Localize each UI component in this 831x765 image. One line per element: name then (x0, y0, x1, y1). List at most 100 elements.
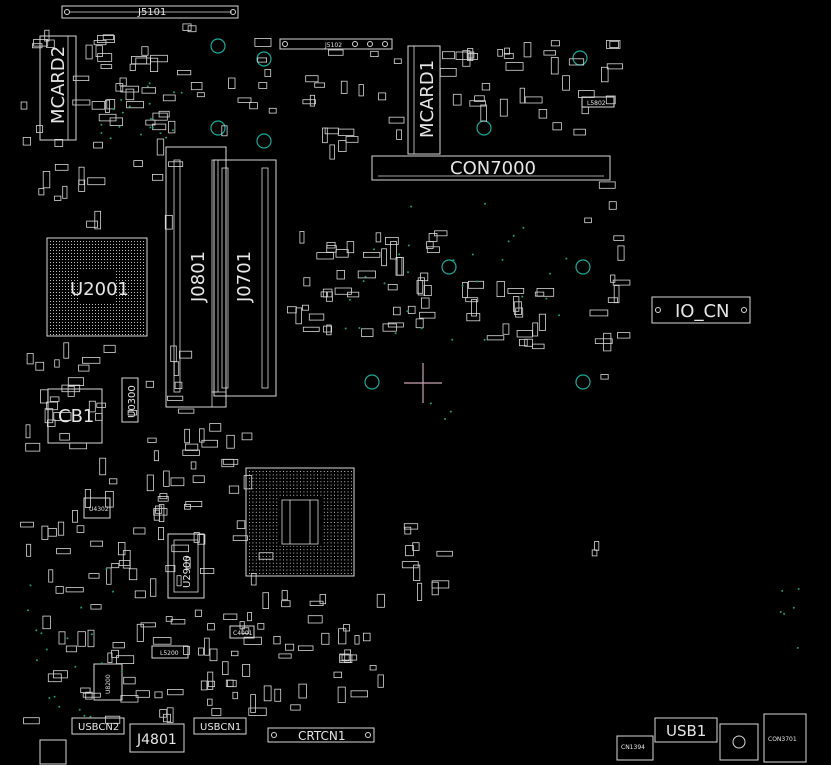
small-component (594, 541, 600, 551)
via (364, 275, 367, 278)
crtcn1-connector[interactable]: CRTCN1 (267, 727, 375, 743)
small-component (131, 56, 148, 65)
cn1394-label: CN1394 (621, 744, 645, 751)
small-component (381, 248, 387, 267)
small-component (129, 63, 136, 71)
small-component (307, 615, 323, 624)
small-component (185, 557, 191, 569)
small-component (78, 179, 86, 192)
small-component (524, 338, 533, 347)
small-component (392, 306, 401, 316)
j4801-connector[interactable]: J4801 (129, 723, 185, 753)
small-component (204, 637, 210, 656)
small-component (333, 671, 342, 678)
small-component (84, 489, 92, 508)
mcard2-slot[interactable]: MCARD2 (39, 35, 77, 141)
u0300-chip[interactable]: U0300 (121, 377, 139, 423)
small-component (106, 567, 112, 585)
via (792, 606, 795, 609)
small-component (147, 437, 157, 443)
small-component (116, 655, 135, 665)
audio-jack[interactable] (719, 723, 759, 761)
j0701-dimm-slot[interactable]: J0701 (213, 159, 277, 397)
small-component (112, 642, 125, 649)
small-component (466, 313, 481, 322)
small-component (455, 51, 472, 60)
small-component (63, 342, 70, 359)
con7000-connector[interactable]: CON7000 (371, 155, 611, 181)
u2001-bga-chip[interactable]: U2001 (46, 237, 148, 337)
small-component (243, 636, 262, 645)
small-component (281, 590, 288, 601)
small-component (387, 322, 404, 328)
small-component (128, 568, 138, 581)
l5802-inductor[interactable]: L5802 (581, 96, 615, 108)
via (27, 609, 29, 612)
io-cn-connector[interactable]: IO_CN (651, 296, 751, 324)
via (565, 257, 568, 260)
small-component (326, 324, 332, 336)
small-component (91, 101, 106, 110)
center-bga-chip[interactable] (245, 467, 355, 577)
small-component (38, 188, 45, 196)
corner-connector-bottom-left[interactable] (39, 739, 67, 765)
via (48, 697, 51, 699)
small-component (264, 69, 272, 77)
small-component (127, 409, 137, 416)
usb1-connector[interactable]: USB1 (654, 717, 718, 743)
small-component (120, 85, 140, 93)
small-component (230, 650, 239, 657)
small-component (165, 565, 176, 573)
u8200-chip[interactable]: U8200 (93, 663, 123, 701)
small-component (118, 542, 126, 556)
via (779, 611, 782, 613)
small-component (190, 82, 203, 91)
j5101-connector[interactable]: J5101 (61, 5, 239, 19)
small-component (156, 138, 165, 156)
small-component (166, 707, 174, 723)
mcard1-slot[interactable]: MCARD1 (407, 45, 441, 155)
small-component (162, 94, 176, 102)
small-component (613, 285, 620, 304)
small-component (601, 66, 609, 83)
u2900-chip[interactable]: U2900 (167, 533, 205, 599)
cb1-label: CB1 (58, 406, 94, 427)
small-component (85, 44, 93, 60)
small-component (111, 563, 120, 569)
small-component (387, 283, 398, 291)
l5200-inductor[interactable]: L5200 (151, 645, 189, 659)
cn1394-connector[interactable]: CN1394 (616, 735, 654, 761)
small-component (153, 508, 168, 516)
via (109, 137, 112, 140)
j0801-dimm-slot[interactable]: J0801 (165, 146, 227, 408)
small-component (88, 573, 100, 579)
j5102-connector[interactable]: J5102 (279, 38, 393, 50)
small-component (25, 442, 41, 452)
small-component (182, 646, 190, 655)
small-component (600, 374, 609, 380)
small-component (61, 384, 81, 393)
u4302-chip[interactable]: U4302 (83, 497, 111, 519)
small-component (462, 281, 468, 298)
via (66, 637, 69, 640)
usbcn2-connector[interactable]: USBCN2 (71, 717, 125, 735)
small-component (354, 635, 360, 645)
small-component (340, 80, 348, 94)
small-component (72, 75, 90, 81)
usbcn1-connector[interactable]: USBCN1 (193, 717, 247, 735)
small-component (165, 616, 173, 622)
small-component (54, 359, 60, 368)
small-component (329, 144, 335, 160)
small-component (605, 95, 616, 105)
via (120, 670, 123, 673)
mcard1-label: MCARD1 (417, 60, 438, 138)
small-component (375, 232, 382, 243)
small-component (105, 490, 114, 508)
via (148, 102, 151, 105)
con3701-connector[interactable]: CON3701 (763, 713, 807, 763)
small-component (308, 313, 325, 321)
small-component (237, 97, 252, 103)
small-component (370, 50, 379, 57)
u2900-label: U2900 (182, 555, 193, 588)
small-component (57, 521, 65, 536)
